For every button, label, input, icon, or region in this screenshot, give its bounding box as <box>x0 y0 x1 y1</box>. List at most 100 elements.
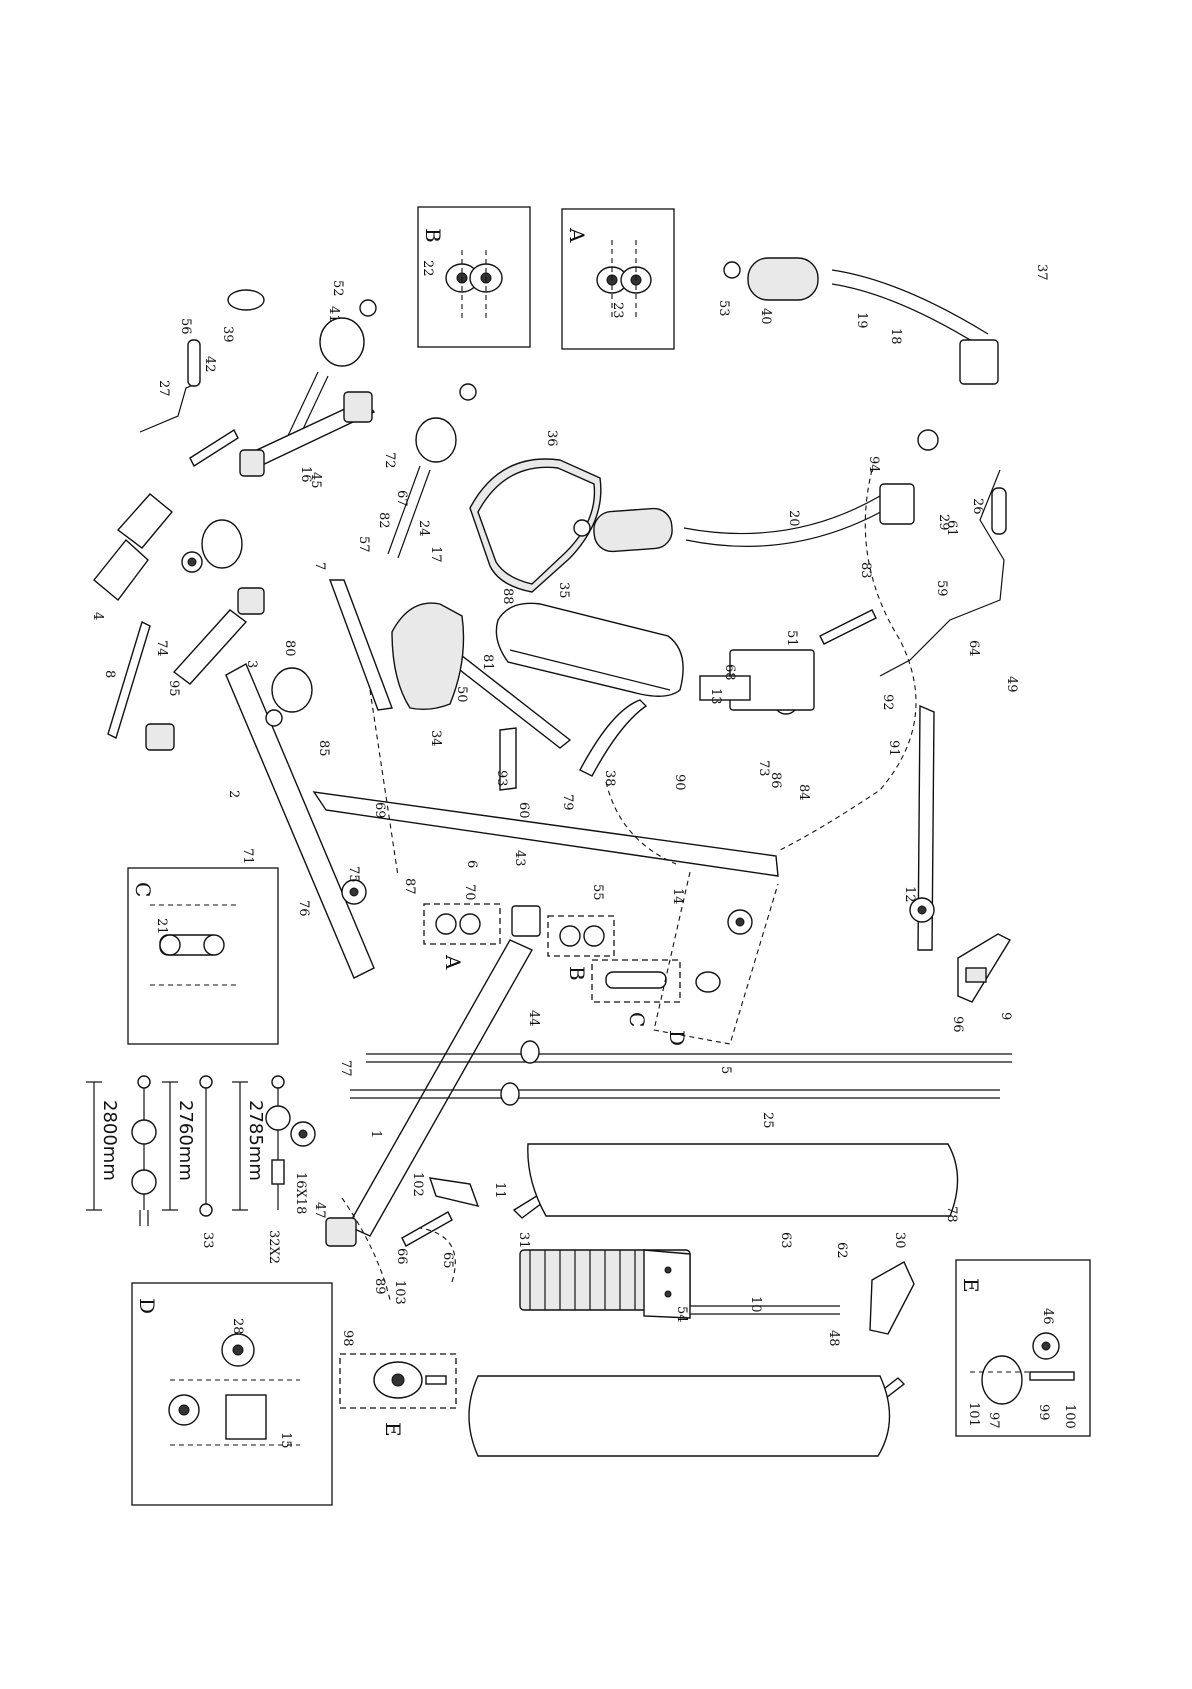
part-number-34: 34 <box>428 730 443 747</box>
part-number-89: 89 <box>372 1278 387 1295</box>
part-number-22: 22 <box>420 260 435 277</box>
part-number-41: 41 <box>326 306 341 323</box>
part-number-65: 65 <box>440 1252 455 1269</box>
part-number-37: 37 <box>1034 264 1049 281</box>
detail-box-b: B <box>417 206 531 348</box>
svg-text:C: C <box>625 1012 649 1027</box>
part-number-28: 28 <box>230 1318 245 1335</box>
part-number-103: 103 <box>392 1280 407 1305</box>
part-number-9: 9 <box>998 1012 1013 1020</box>
part-number-18: 18 <box>888 328 903 345</box>
part-number-17: 17 <box>428 546 443 563</box>
part-number-93: 93 <box>494 770 509 787</box>
detail-box-c: C <box>127 867 279 1045</box>
part-number-85: 85 <box>316 740 331 757</box>
part-number-70: 70 <box>462 884 477 901</box>
part-number-83: 83 <box>858 562 873 579</box>
part-number-47: 47 <box>312 1202 327 1219</box>
part-number-11: 11 <box>492 1182 507 1199</box>
frame-pulleys <box>341 649 935 993</box>
part-number-3: 3 <box>244 660 259 668</box>
part-number-49: 49 <box>1004 676 1019 693</box>
part-number-50: 50 <box>454 686 469 703</box>
part-number-27: 27 <box>156 380 171 397</box>
part-number-23: 23 <box>610 302 625 319</box>
part-number-16: 16 <box>298 466 313 483</box>
part-number-19: 19 <box>854 312 869 329</box>
part-number-43: 43 <box>512 850 527 867</box>
part-number-53: 53 <box>716 300 731 317</box>
svg-text:B: B <box>565 966 589 981</box>
part-number-8: 8 <box>102 670 117 678</box>
cable-dimension-drawing: 2800mm 2760mm 2785mm 16X18 32X2 <box>86 1075 316 1264</box>
svg-text:E: E <box>959 1278 983 1293</box>
weight-stack <box>519 1249 915 1335</box>
part-number-88: 88 <box>500 588 515 605</box>
part-number-81: 81 <box>480 654 495 671</box>
arms-and-handles <box>139 269 1007 1399</box>
main-frame <box>107 579 1012 1247</box>
part-number-29: 29 <box>936 514 951 531</box>
part-number-2: 2 <box>226 790 241 798</box>
part-number-101: 101 <box>966 1402 981 1427</box>
part-number-55: 55 <box>590 884 605 901</box>
part-number-98: 98 <box>340 1330 355 1347</box>
cables <box>341 469 917 1301</box>
svg-text:D: D <box>135 1298 159 1314</box>
part-number-40: 40 <box>758 308 773 325</box>
svg-text:2785mm: 2785mm <box>245 1100 266 1181</box>
part-number-64: 64 <box>966 640 981 657</box>
part-number-71: 71 <box>240 848 255 865</box>
part-number-44: 44 <box>526 1010 541 1027</box>
part-number-80: 80 <box>282 640 297 657</box>
pads-and-rollers <box>93 257 939 727</box>
part-number-14: 14 <box>670 888 685 905</box>
part-number-31: 31 <box>516 1232 531 1249</box>
part-number-39: 39 <box>220 326 235 343</box>
part-number-94: 94 <box>866 456 881 473</box>
part-number-87: 87 <box>402 878 417 895</box>
part-number-95: 95 <box>166 680 181 697</box>
part-number-45: 45 <box>308 472 323 489</box>
part-number-labels: 1234567891011121314151617181920212223242… <box>90 260 1077 1449</box>
part-number-96: 96 <box>950 1016 965 1033</box>
part-number-24: 24 <box>416 520 431 537</box>
detail-marker-d: D <box>665 1030 689 1046</box>
part-number-20: 20 <box>786 510 801 527</box>
part-number-54: 54 <box>674 1306 689 1323</box>
part-number-30: 30 <box>892 1232 907 1249</box>
part-number-86: 86 <box>768 772 783 789</box>
part-number-46: 46 <box>1040 1308 1055 1325</box>
part-number-56: 56 <box>178 318 193 335</box>
part-number-68: 68 <box>722 664 737 681</box>
part-number-73: 73 <box>756 760 771 777</box>
shrouds <box>468 1143 959 1457</box>
part-number-92: 92 <box>880 694 895 711</box>
svg-text:B: B <box>421 228 445 243</box>
part-number-51: 51 <box>784 630 799 647</box>
svg-text:C: C <box>131 882 155 897</box>
part-number-13: 13 <box>708 688 723 705</box>
part-number-76: 76 <box>296 900 311 917</box>
part-number-4: 4 <box>90 612 105 620</box>
svg-text:2800mm: 2800mm <box>99 1100 120 1181</box>
detail-inline-a: A <box>423 903 501 970</box>
detail-inline-e: E <box>339 1353 457 1437</box>
svg-text:16X18: 16X18 <box>293 1172 308 1214</box>
part-number-100: 100 <box>1062 1404 1077 1429</box>
part-number-69: 69 <box>372 802 387 819</box>
part-number-59: 59 <box>934 580 949 597</box>
part-number-38: 38 <box>602 770 617 787</box>
svg-text:2760mm: 2760mm <box>175 1100 196 1181</box>
part-number-26: 26 <box>970 498 985 515</box>
part-number-52: 52 <box>330 280 345 297</box>
part-number-67: 67 <box>394 490 409 507</box>
part-number-61: 61 <box>944 520 959 537</box>
part-number-62: 62 <box>834 1242 849 1259</box>
part-number-90: 90 <box>672 774 687 791</box>
part-number-74: 74 <box>154 640 169 657</box>
part-number-21: 21 <box>154 918 169 935</box>
part-number-84: 84 <box>796 784 811 801</box>
